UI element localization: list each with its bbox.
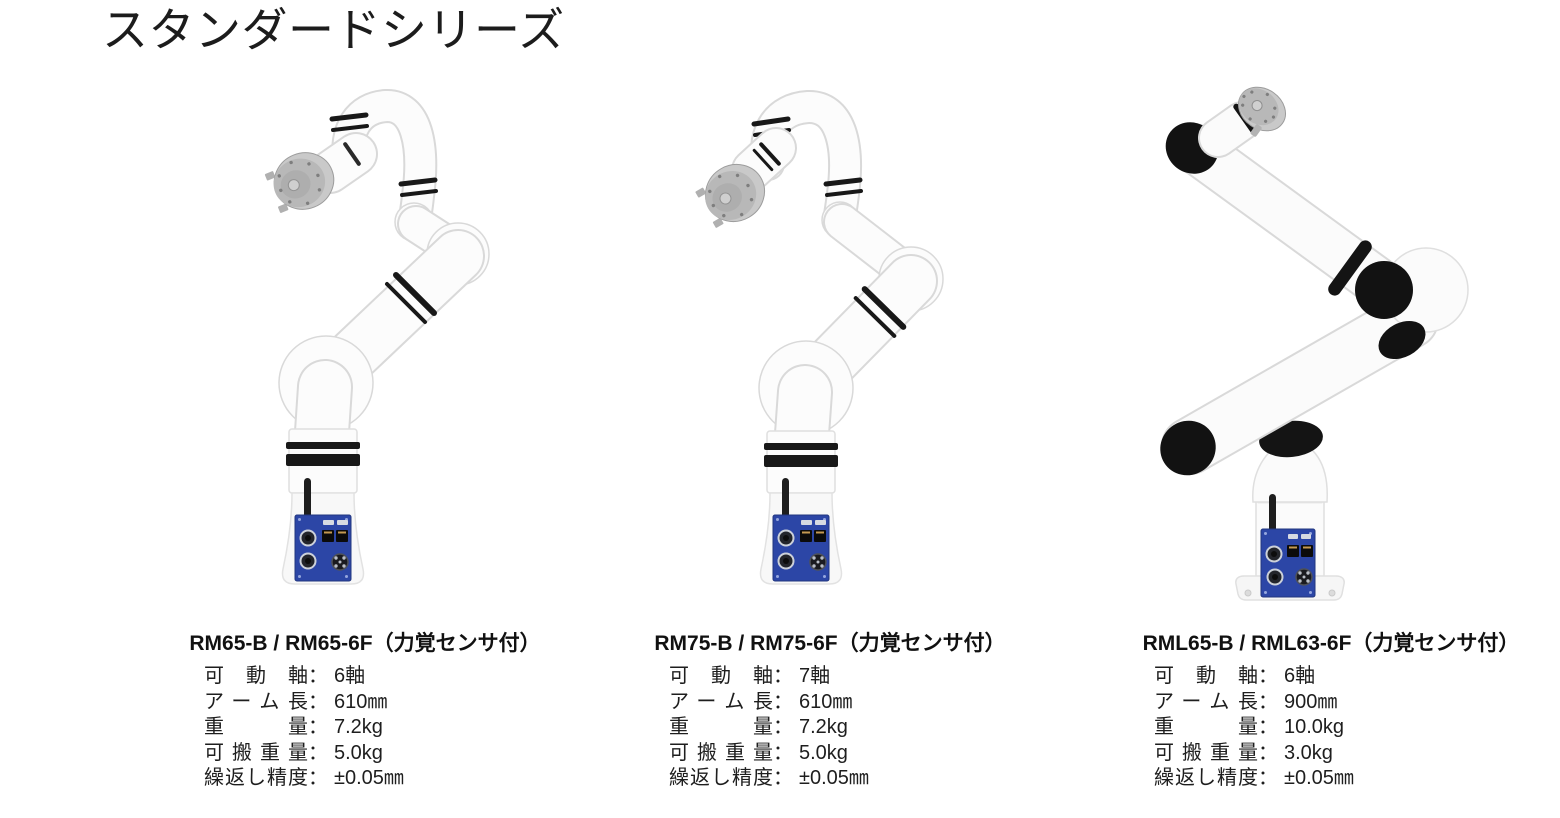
spec-label: 可搬重量 (669, 741, 773, 764)
spec-value: 7.2kg (799, 716, 848, 739)
spec-colon: ： (1258, 716, 1278, 739)
spec-colon: ： (773, 767, 793, 790)
spec-label: アーム長 (669, 690, 773, 713)
spec-row: アーム長： 610㎜ (204, 690, 404, 716)
spec-value: ±0.05㎜ (1284, 767, 1354, 790)
spec-row: 可搬重量： 3.0kg (1154, 741, 1354, 767)
spec-label: 繰返し精度 (669, 767, 773, 790)
spec-row: 可動軸： 6軸 (204, 664, 404, 690)
spec-colon: ： (308, 716, 328, 739)
spec-value: 610㎜ (799, 690, 853, 713)
spec-value: 610㎜ (334, 690, 388, 713)
spec-value: 10.0kg (1284, 716, 1345, 739)
page-title: スタンダードシリーズ (102, 4, 565, 56)
spec-list-rm75: 可動軸：7軸 アーム長：610㎜ 重量：7.2kg 可搬重量：5.0kg 繰返し… (669, 664, 869, 792)
spec-value: ±0.05㎜ (334, 767, 404, 790)
spec-row: アーム長： 900㎜ (1154, 690, 1354, 716)
spec-row: 繰返し精度： ±0.05㎜ (669, 766, 869, 792)
spec-row: 重量： 10.0kg (1154, 715, 1354, 741)
spec-row: 繰返し精度： ±0.05㎜ (204, 766, 404, 792)
spec-list-rm65: 可動軸：6軸 アーム長：610㎜ 重量：7.2kg 可搬重量：5.0kg 繰返し… (204, 664, 404, 792)
spec-colon: ： (773, 690, 793, 713)
spec-row: アーム長： 610㎜ (669, 690, 869, 716)
spec-value: 6軸 (1284, 665, 1316, 687)
spec-row: 重量： 7.2kg (204, 715, 404, 741)
spec-label: 可搬重量 (1154, 741, 1258, 764)
spec-value: ±0.05㎜ (799, 767, 869, 790)
robot-photo-rm75 (678, 82, 1018, 602)
spec-colon: ： (1258, 690, 1278, 713)
spec-colon: ： (773, 716, 793, 739)
spec-label: 可動軸 (1154, 665, 1258, 687)
spec-label: 可動軸 (204, 665, 308, 687)
robot-arm-illustration-rml65 (1160, 86, 1469, 601)
spec-colon: ： (773, 665, 793, 687)
product-name-rm65: RM65-B / RM65-6F（力覚センサ付） (189, 632, 541, 655)
spec-row: 可動軸： 7軸 (669, 664, 869, 690)
spec-list-rml65: 可動軸：6軸 アーム長：900㎜ 重量：10.0kg 可搬重量：3.0kg 繰返… (1154, 664, 1354, 792)
robot-photo-rm65 (228, 82, 568, 602)
spec-value: 6軸 (334, 665, 366, 687)
spec-value: 7軸 (799, 665, 831, 687)
spec-label: 重量 (1154, 716, 1258, 739)
spec-colon: ： (773, 741, 793, 764)
spec-value: 900㎜ (1284, 690, 1338, 713)
spec-value: 7.2kg (334, 716, 383, 739)
spec-label: 繰返し精度 (1154, 767, 1258, 790)
spec-label: 可動軸 (669, 665, 773, 687)
spec-label: 可搬重量 (204, 741, 308, 764)
spec-row: 可搬重量： 5.0kg (204, 741, 404, 767)
spec-colon: ： (308, 665, 328, 687)
spec-colon: ： (308, 767, 328, 790)
spec-label: 重量 (669, 716, 773, 739)
robot-arm-illustration-rm65 (264, 89, 490, 585)
product-name-rm75: RM75-B / RM75-6F（力覚センサ付） (654, 632, 1006, 655)
spec-row: 繰返し精度： ±0.05㎜ (1154, 766, 1354, 792)
spec-value: 5.0kg (799, 741, 848, 764)
spec-row: 重量： 7.2kg (669, 715, 869, 741)
spec-colon: ： (1258, 767, 1278, 790)
spec-row: 可動軸： 6軸 (1154, 664, 1354, 690)
spec-label: 重量 (204, 716, 308, 739)
spec-colon: ： (308, 690, 328, 713)
spec-label: アーム長 (1154, 690, 1258, 713)
robot-photo-rml65 (1128, 82, 1528, 602)
spec-value: 5.0kg (334, 741, 383, 764)
product-name-rml65: RML65-B / RML63-6F（力覚センサ付） (1142, 632, 1520, 655)
spec-value: 3.0kg (1284, 741, 1333, 764)
spec-label: 繰返し精度 (204, 767, 308, 790)
spec-row: 可搬重量： 5.0kg (669, 741, 869, 767)
robot-arm-illustration-rm75 (695, 90, 944, 585)
spec-colon: ： (1258, 741, 1278, 764)
spec-colon: ： (1258, 665, 1278, 687)
spec-colon: ： (308, 741, 328, 764)
spec-label: アーム長 (204, 690, 308, 713)
